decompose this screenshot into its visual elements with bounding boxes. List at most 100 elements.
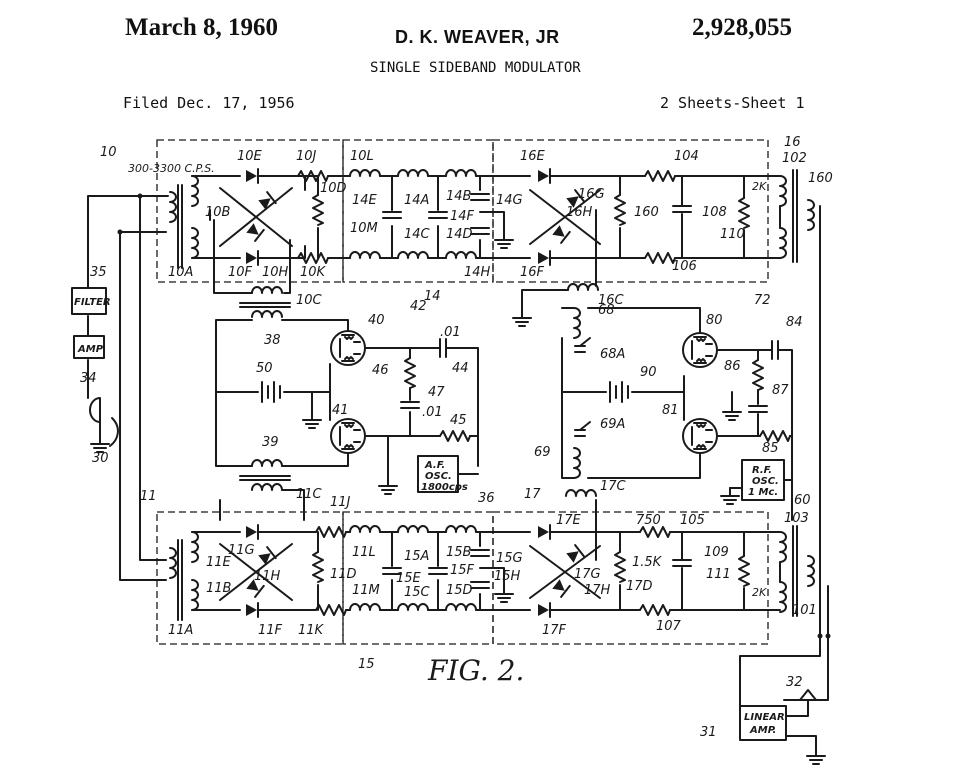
ref-72: 72 (754, 293, 771, 308)
ref-17g: 17G (574, 567, 601, 582)
ref-15c: 15C (404, 585, 431, 600)
ref-111: 111 (706, 567, 731, 582)
linear-amp-line2: AMP. (749, 725, 776, 736)
ref-14a: 14A (404, 193, 429, 208)
ref-17f: 17F (542, 623, 567, 638)
ref-15b: 15B (446, 545, 472, 560)
ref-105: 105 (680, 513, 705, 528)
tube-80-icon (683, 333, 717, 367)
ref-11b: 11B (206, 581, 232, 596)
filter-label: FILTER (74, 297, 111, 308)
ref-39: 39 (262, 435, 279, 450)
ref-16f: 16F (520, 265, 545, 280)
linear-amp-line1: LINEAR (744, 712, 785, 723)
ref-104: 104 (674, 149, 699, 164)
ref-47: 47 (428, 385, 445, 400)
ref-101: 101 (792, 603, 817, 618)
ref-90: 90 (640, 365, 657, 380)
ref-10m: 10M (350, 221, 378, 236)
ref-750: 750 (636, 513, 661, 528)
ref-10f: 10F (228, 265, 253, 280)
ref-14g: 14G (496, 193, 523, 208)
ref-17h: 17H (584, 583, 611, 598)
ref-11c: 11C (296, 487, 323, 502)
ref-46: 46 (372, 363, 389, 378)
ref-16: 16 (784, 135, 801, 150)
ref-60: 60 (794, 493, 811, 508)
ref-11: 11 (140, 489, 157, 504)
variable-cap-69a (575, 422, 590, 436)
microphone-icon (90, 398, 100, 422)
ref-17d: 17D (626, 579, 653, 594)
ref-69a: 69A (600, 417, 625, 432)
ref-10k: 10K (300, 265, 327, 280)
ref-10a: 10A (168, 265, 193, 280)
ref-15f: 15F (450, 563, 475, 578)
ref-10b: 10B (205, 205, 231, 220)
ref-c01b: .01 (422, 405, 443, 420)
ref-11m: 11M (352, 583, 380, 598)
ref-103: 103 (784, 511, 809, 526)
tube-41-icon (331, 419, 365, 453)
ref-110: 110 (720, 227, 745, 242)
ref-15h: 15H (494, 569, 521, 584)
ref-86: 86 (724, 359, 741, 374)
input-chain (72, 194, 168, 581)
ref-102: 102 (782, 151, 807, 166)
ref-11g: 11G (228, 543, 255, 558)
ref-10d: 10D (320, 181, 347, 196)
af-osc-line2: OSC. (425, 471, 452, 482)
battery-50-icon (262, 382, 280, 402)
ref-14e: 14E (352, 193, 378, 208)
ref-band: 300-3300 C.P.S. (128, 162, 215, 175)
amp-label: AMP (77, 344, 104, 355)
ref-35: 35 (90, 265, 107, 280)
ref-17: 17 (524, 487, 541, 502)
transformer-10c (240, 287, 290, 317)
af-osc-line1: A.F. (424, 460, 445, 471)
ref-17e: 17E (556, 513, 582, 528)
ref-42: 42 (410, 299, 427, 314)
rf-osc-line2: OSC. (752, 476, 779, 487)
ref-11a: 11A (168, 623, 193, 638)
ref-36: 36 (478, 491, 495, 506)
ref-34: 34 (80, 371, 97, 386)
ref-11l: 11L (352, 545, 376, 560)
ref-30: 30 (92, 451, 109, 466)
ref-10j: 10J (296, 149, 317, 164)
ref-16e: 16E (520, 149, 546, 164)
ref-11j: 11J (330, 495, 351, 510)
filter-14 (350, 170, 530, 258)
ref-11k: 11K (298, 623, 325, 638)
input-coil-11-icon (170, 548, 176, 578)
figure-caption: FIG. 2. (427, 654, 524, 687)
ref-68: 68 (598, 303, 615, 318)
ref-10c: 10C (296, 293, 323, 308)
ref-44: 44 (452, 361, 469, 376)
ref-10h: 10H (262, 265, 289, 280)
ref-15: 15 (358, 657, 375, 672)
ref-45: 45 (450, 413, 467, 428)
ref-14h: 14H (464, 265, 491, 280)
ref-15a: 15A (404, 549, 429, 564)
ref-87: 87 (772, 383, 789, 398)
ref-160b: 160 (808, 171, 833, 186)
ref-41: 41 (332, 403, 349, 418)
ref-15d: 15D (446, 583, 473, 598)
ref-c01a: .01 (440, 325, 461, 340)
ref-16g: 16G (578, 187, 605, 202)
ref-32: 32 (786, 675, 803, 690)
ref-31: 31 (700, 725, 717, 740)
ref-2k-top: 2K (752, 180, 767, 193)
ref-15g: 15G (496, 551, 523, 566)
ref-160a: 160 (634, 205, 659, 220)
ref-108: 108 (702, 205, 727, 220)
rf-osc-line1: R.F. (752, 465, 772, 476)
ref-2k-bot: 2K (752, 586, 767, 599)
ref-85: 85 (762, 441, 779, 456)
ref-10l: 10L (350, 149, 374, 164)
modulator-17 (530, 490, 814, 617)
ref-109: 109 (704, 545, 729, 560)
